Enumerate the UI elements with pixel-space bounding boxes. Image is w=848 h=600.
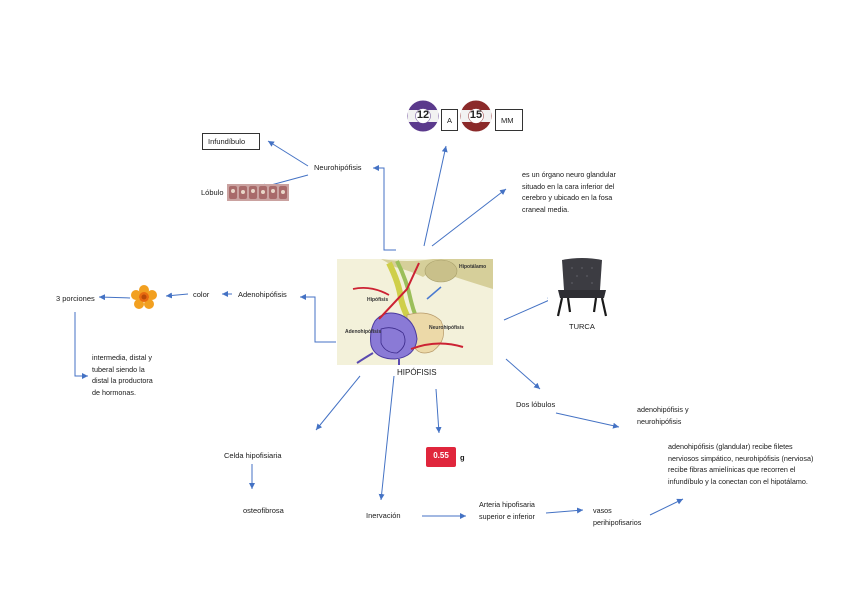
- label-hipofisis: Hipófisis: [367, 297, 389, 303]
- node-definition: es un órgano neuro glandular situado en …: [522, 170, 616, 214]
- node-infundibulo: Infundíbulo: [202, 133, 260, 150]
- chair-image: [548, 256, 616, 318]
- link-to-inervacion: [378, 375, 395, 501]
- center-title: HIPÓFISIS: [397, 368, 437, 377]
- node-inervacion: Inervación: [366, 511, 401, 520]
- link-to-vasos: [545, 507, 584, 514]
- node-dos-lobulos: Dos lóbulos: [516, 400, 556, 409]
- node-color: color: [193, 290, 210, 299]
- node-lobulos-desc: adenohipófisis (glandular) recibe filete…: [668, 442, 814, 486]
- link-to-weight: [435, 388, 442, 434]
- link-to-celda: [315, 375, 361, 431]
- link-to-porciones-desc: [74, 312, 88, 379]
- weight-scale-image: 0.55: [426, 447, 456, 467]
- link-to-lobulos-list: [555, 412, 620, 429]
- node-a-label: A: [446, 115, 452, 125]
- node-lobulos-list: adenohipófisis y neurohipófisis: [637, 405, 689, 426]
- link-to-dos-lobulos: [505, 358, 541, 390]
- link-to-infundibulo: [267, 140, 309, 167]
- node-porciones-desc: intermedia, distal y tuberal siendo la d…: [92, 353, 153, 397]
- label-neurohipofisis: Neurohipófisis: [429, 325, 465, 331]
- node-turca: TURCA: [569, 322, 595, 331]
- node-tres-porciones: 3 porciones: [56, 294, 95, 303]
- ball-12-number: 12: [416, 109, 430, 121]
- link-to-neurohipofisis: [373, 165, 396, 251]
- link-to-definition: [431, 188, 507, 247]
- node-mm-label: MM: [501, 115, 514, 125]
- weight-unit: g: [460, 453, 465, 462]
- link-to-flower: [165, 292, 189, 299]
- weight-value: 0.55: [433, 451, 449, 460]
- node-a: A: [441, 109, 458, 131]
- flower-color-icon: [131, 285, 157, 309]
- node-mm: MM: [495, 109, 523, 131]
- node-osteofibrosa: osteofibrosa: [243, 506, 284, 515]
- label-hipotalamo: Hipotálamo: [459, 264, 487, 270]
- node-neurohipofisis: Neurohipófisis: [314, 163, 362, 172]
- node-infundibulo-label: Infundíbulo: [208, 137, 246, 146]
- node-vasos: vasos perihipofisarios: [593, 506, 642, 527]
- link-to-adenohipofisis: [300, 294, 336, 343]
- ball-15-image: 15: [460, 100, 492, 132]
- ball-15-number: 15: [469, 109, 483, 121]
- link-to-tres-porciones: [98, 294, 131, 301]
- link-to-turca: [503, 297, 555, 321]
- link-to-size: [423, 145, 448, 247]
- node-adenohipofisis: Adenohipófisis: [238, 290, 287, 299]
- link-to-lobulos-desc: [649, 498, 684, 516]
- ball-12-image: 12: [407, 100, 439, 132]
- node-celda: Celda hipofisiaria: [224, 451, 282, 460]
- label-adenohipofisis: Adenohipófisis: [345, 329, 382, 335]
- node-arteria: Arteria hipofisaria superior e inferior: [479, 500, 535, 521]
- pituitary-illustration: Hipotálamo Hipófisis Adenohipófisis Neur…: [337, 259, 493, 365]
- node-lobulo: Lóbulo: [201, 188, 224, 197]
- lobulo-tissue-image: [227, 184, 289, 201]
